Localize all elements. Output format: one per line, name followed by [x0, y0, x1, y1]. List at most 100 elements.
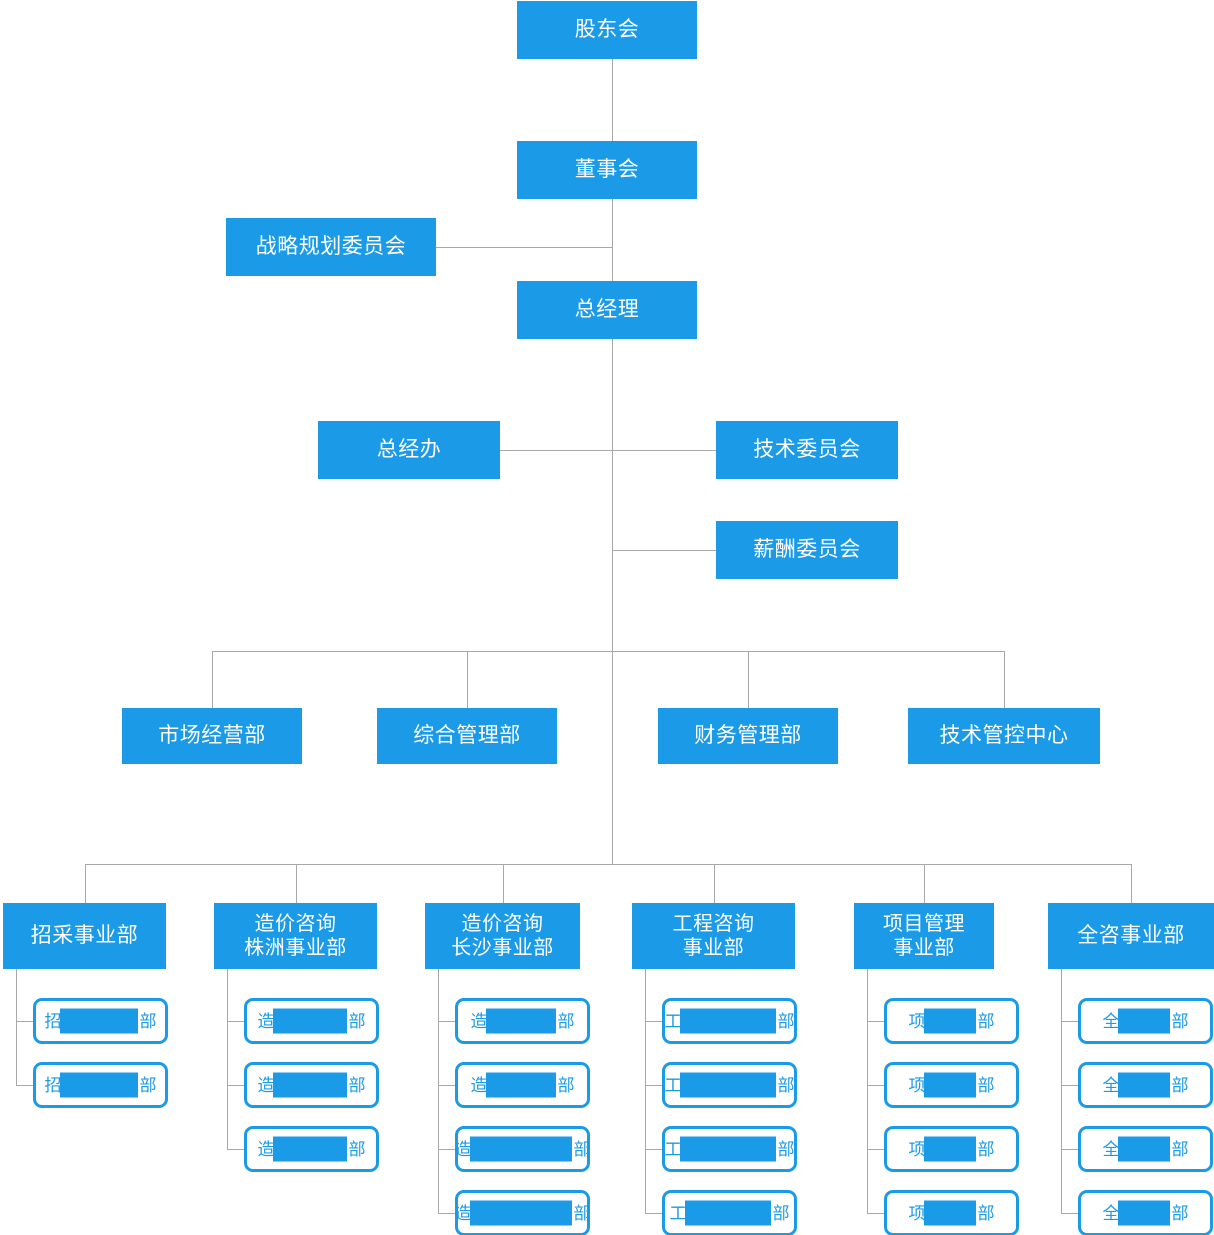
- connector-leaf-3-2: [438, 1085, 455, 1086]
- leaf-label-suffix: 部: [777, 1075, 795, 1095]
- redaction-bar: [1117, 1136, 1170, 1162]
- leaf-node-4-2[interactable]: 工部: [662, 1062, 797, 1108]
- leaf-label-prefix: 招: [44, 1075, 62, 1095]
- leaf-label-prefix: 全: [1102, 1139, 1120, 1159]
- leaf-label: 造部: [455, 1136, 587, 1162]
- trunk-board-gm: [612, 199, 613, 281]
- leaf-node-2-1[interactable]: 造部: [244, 998, 379, 1044]
- connector-leaf-4-2: [645, 1085, 662, 1086]
- node-business-unit-3[interactable]: 造价咨询 长沙事业部: [425, 903, 580, 969]
- redaction-bar: [272, 1136, 347, 1162]
- leaf-label: 全部: [1102, 1200, 1189, 1226]
- leaf-label-suffix: 部: [977, 1011, 995, 1031]
- leaf-node-1-1[interactable]: 招部: [33, 998, 168, 1044]
- leaf-label-suffix: 部: [1171, 1139, 1189, 1159]
- connector-department-1: [212, 651, 213, 708]
- redaction-bar: [923, 1136, 976, 1162]
- redaction-bar: [1117, 1008, 1170, 1034]
- node-committee-technical[interactable]: 技术委员会: [716, 421, 898, 479]
- leaf-node-4-3[interactable]: 工部: [662, 1126, 797, 1172]
- leaf-node-5-2[interactable]: 项部: [884, 1062, 1019, 1108]
- trunk-shareholders-board: [612, 59, 613, 141]
- connector-business-unit-5: [924, 864, 925, 903]
- leaf-label-prefix: 工: [664, 1139, 682, 1159]
- connector-leaf-2-3: [227, 1149, 244, 1150]
- leaf-label: 招部: [44, 1072, 157, 1098]
- leaf-node-6-3[interactable]: 全部: [1078, 1126, 1213, 1172]
- connector-leaf-6-1: [1061, 1021, 1078, 1022]
- node-department-2[interactable]: 综合管理部: [377, 708, 557, 764]
- node-shareholders[interactable]: 股东会: [517, 1, 697, 59]
- leaf-label-suffix: 部: [777, 1011, 795, 1031]
- leaf-node-5-3[interactable]: 项部: [884, 1126, 1019, 1172]
- node-business-unit-5[interactable]: 项目管理 事业部: [854, 903, 994, 969]
- leaf-label-prefix: 招: [44, 1011, 62, 1031]
- node-committee-strategy[interactable]: 战略规划委员会: [226, 218, 436, 276]
- node-general_manager[interactable]: 总经理: [517, 281, 697, 339]
- connector-leaf-4-4: [645, 1213, 662, 1214]
- leaf-label: 全部: [1103, 1008, 1189, 1034]
- leaf-label: 项部: [909, 1008, 995, 1034]
- node-business-unit-4[interactable]: 工程咨询 事业部: [632, 903, 795, 969]
- leaf-node-1-2[interactable]: 招部: [33, 1062, 168, 1108]
- leaf-label-suffix: 部: [977, 1139, 995, 1159]
- leaf-node-4-4[interactable]: 工部: [662, 1190, 797, 1235]
- redaction-bar: [59, 1008, 138, 1034]
- leaf-label-prefix: 工: [669, 1203, 687, 1223]
- redaction-bar: [272, 1008, 347, 1034]
- node-business-unit-1[interactable]: 招采事业部: [3, 903, 166, 969]
- leaf-node-2-3[interactable]: 造部: [244, 1126, 379, 1172]
- trunk-gm-departments: [612, 339, 613, 651]
- node-department-4[interactable]: 技术管控中心: [908, 708, 1100, 764]
- leaf-label: 造部: [258, 1072, 366, 1098]
- leaf-node-3-4[interactable]: 造部: [455, 1190, 590, 1235]
- leaf-node-6-2[interactable]: 全部: [1078, 1062, 1213, 1108]
- leaf-label-prefix: 全: [1102, 1203, 1120, 1223]
- leaf-label-prefix: 造: [455, 1139, 472, 1159]
- leaf-label-suffix: 部: [1171, 1075, 1189, 1095]
- leaf-spine-unit-5: [867, 969, 868, 1213]
- leaf-label: 招部: [44, 1008, 157, 1034]
- connector-leaf-6-4: [1061, 1213, 1078, 1214]
- connector-leaf-6-3: [1061, 1149, 1078, 1150]
- node-department-1[interactable]: 市场经营部: [122, 708, 302, 764]
- connector-department-2: [467, 651, 468, 708]
- leaf-label-prefix: 项: [908, 1139, 926, 1159]
- leaf-label: 项部: [908, 1200, 995, 1226]
- node-business-unit-2[interactable]: 造价咨询 株洲事业部: [214, 903, 377, 969]
- leaf-spine-unit-4: [645, 969, 646, 1213]
- node-department-3[interactable]: 财务管理部: [658, 708, 838, 764]
- leaf-node-3-3[interactable]: 造部: [455, 1126, 590, 1172]
- leaf-label: 工部: [664, 1136, 795, 1162]
- leaf-label-suffix: 部: [977, 1203, 995, 1223]
- node-committee-compensation[interactable]: 薪酬委员会: [716, 521, 898, 579]
- leaf-label-prefix: 项: [908, 1203, 926, 1223]
- connector-leaf-3-3: [438, 1149, 455, 1150]
- leaf-label: 造部: [258, 1008, 366, 1034]
- node-board[interactable]: 董事会: [517, 141, 697, 199]
- leaf-node-4-1[interactable]: 工部: [662, 998, 797, 1044]
- node-business-unit-6[interactable]: 全咨事业部: [1048, 903, 1214, 969]
- leaf-node-6-4[interactable]: 全部: [1078, 1190, 1213, 1235]
- leaf-label: 造部: [470, 1008, 575, 1034]
- leaf-node-5-1[interactable]: 项部: [884, 998, 1019, 1044]
- business-unit-bus: [84, 864, 1131, 865]
- leaf-spine-unit-1: [16, 969, 17, 1085]
- connector-leaf-5-4: [867, 1213, 884, 1214]
- leaf-node-5-4[interactable]: 项部: [884, 1190, 1019, 1235]
- leaf-label: 工部: [665, 1072, 795, 1098]
- redaction-bar: [485, 1008, 556, 1034]
- leaf-label-suffix: 部: [348, 1011, 366, 1031]
- leaf-label: 项部: [909, 1072, 995, 1098]
- leaf-label-suffix: 部: [777, 1139, 795, 1159]
- leaf-node-2-2[interactable]: 造部: [244, 1062, 379, 1108]
- leaf-node-6-1[interactable]: 全部: [1078, 998, 1213, 1044]
- redaction-bar: [272, 1072, 347, 1098]
- node-committee-gm_office[interactable]: 总经办: [318, 421, 500, 479]
- connector-business-unit-6: [1131, 864, 1132, 903]
- leaf-label-suffix: 部: [557, 1011, 575, 1031]
- connector-leaf-5-3: [867, 1149, 884, 1150]
- leaf-node-3-1[interactable]: 造部: [455, 998, 590, 1044]
- leaf-label-prefix: 造: [470, 1011, 488, 1031]
- leaf-node-3-2[interactable]: 造部: [455, 1062, 590, 1108]
